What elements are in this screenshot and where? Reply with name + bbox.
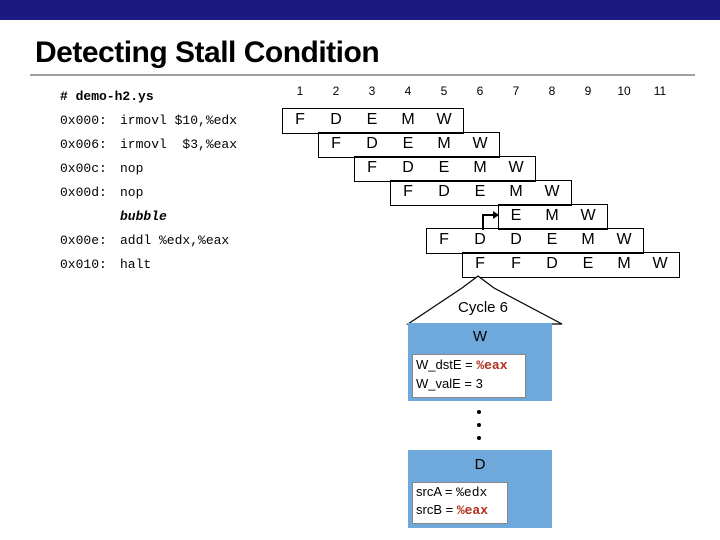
pipeline-row-box <box>318 132 500 158</box>
instr-op: halt <box>120 257 152 272</box>
stage-cell: E <box>438 159 450 176</box>
cycle-number: 8 <box>548 84 556 98</box>
cycle-number: 2 <box>332 84 340 98</box>
bubble-arrow-icon <box>482 211 499 230</box>
w-dste-label: W_dstE = <box>416 357 477 372</box>
w-stage-values <box>412 354 526 398</box>
stage-cell: F <box>403 183 413 200</box>
stage-cell: W <box>544 183 560 200</box>
stage-cell: F <box>331 135 341 152</box>
instr-addr: 0x006: <box>60 137 107 152</box>
stage-cell: F <box>511 255 521 272</box>
stage-cell: E <box>546 231 558 248</box>
cycle-label: Cycle 6 <box>457 299 509 316</box>
stage-cell: M <box>401 111 415 128</box>
pipeline-row-box <box>426 228 644 254</box>
stage-cell: M <box>473 159 487 176</box>
file-label: # demo-h2.ys <box>60 89 154 104</box>
title-divider <box>30 74 695 76</box>
cycle-number: 3 <box>368 84 376 98</box>
d-srca-line: srcA = %edx <box>416 484 487 500</box>
stage-cell: D <box>438 183 450 200</box>
stage-cell: D <box>366 135 378 152</box>
stage-cell: D <box>546 255 558 272</box>
cycle-number: 10 <box>617 84 631 98</box>
stage-cell: F <box>475 255 485 272</box>
ellipsis-dot <box>477 410 481 414</box>
cycle-number: 7 <box>512 84 520 98</box>
stage-cell: W <box>616 231 632 248</box>
stage-cell: F <box>439 231 449 248</box>
cycle-number: 5 <box>440 84 448 98</box>
d-srcb-line: srcB = %eax <box>416 502 488 518</box>
ellipsis-dot <box>477 436 481 440</box>
stage-cell: E <box>510 207 522 224</box>
cycle-number: 4 <box>404 84 412 98</box>
d-srca-label: srcA = <box>416 484 457 499</box>
w-dste-line: W_dstE = %eax <box>416 357 508 373</box>
d-srcb-register: %eax <box>456 503 489 518</box>
instr-op: irmovl $3,%eax <box>120 137 238 152</box>
pipeline-row-box <box>282 108 464 134</box>
d-srcb-label: srcB = <box>416 502 457 517</box>
cycle-number: 9 <box>584 84 592 98</box>
stage-cell: M <box>437 135 451 152</box>
w-stage-title: W <box>472 328 488 345</box>
stage-cell: W <box>472 135 488 152</box>
stage-cell: D <box>510 231 522 248</box>
instr-addr: 0x00c: <box>60 161 107 176</box>
pipeline-row-box <box>498 204 608 230</box>
stage-cell: W <box>508 159 524 176</box>
instr-op: nop <box>120 185 144 200</box>
stage-cell: W <box>652 255 668 272</box>
instr-op: irmovl $10,%edx <box>120 113 238 128</box>
instr-addr: 0x010: <box>60 257 107 272</box>
d-srca-register: %edx <box>456 485 488 500</box>
pipeline-row-box <box>390 180 572 206</box>
stage-cell: E <box>582 255 594 272</box>
stage-cell: W <box>436 111 452 128</box>
instr-op: nop <box>120 161 144 176</box>
pipeline-row-box <box>462 252 680 278</box>
cycle-number: 1 <box>296 84 304 98</box>
cycle-number: 11 <box>653 84 667 98</box>
slide-title: Detecting Stall Condition <box>35 36 380 69</box>
d-stage-title: D <box>474 456 486 473</box>
stage-cell: E <box>366 111 378 128</box>
stage-cell: M <box>581 231 595 248</box>
stage-cell: D <box>402 159 414 176</box>
bubble-label: bubble <box>120 209 167 224</box>
pipeline-row-box <box>354 156 536 182</box>
stage-cell: E <box>474 183 486 200</box>
stage-cell: D <box>330 111 342 128</box>
ellipsis-dot <box>477 423 481 427</box>
instr-op: addl %edx,%eax <box>120 233 230 248</box>
stage-cell: W <box>580 207 596 224</box>
stage-cell: F <box>295 111 305 128</box>
top-banner <box>0 0 720 20</box>
stage-cell: D <box>474 231 486 248</box>
instr-addr: 0x00e: <box>60 233 107 248</box>
stage-cell: M <box>509 183 523 200</box>
instr-addr: 0x000: <box>60 113 107 128</box>
w-dste-register: %eax <box>476 358 508 373</box>
stage-cell: F <box>367 159 377 176</box>
w-vale-line: W_valE = 3 <box>416 376 483 391</box>
cycle-number: 6 <box>476 84 484 98</box>
stage-cell: E <box>402 135 414 152</box>
d-stage-values <box>412 482 508 524</box>
instr-addr: 0x00d: <box>60 185 107 200</box>
stage-cell: M <box>617 255 631 272</box>
stage-cell: M <box>545 207 559 224</box>
